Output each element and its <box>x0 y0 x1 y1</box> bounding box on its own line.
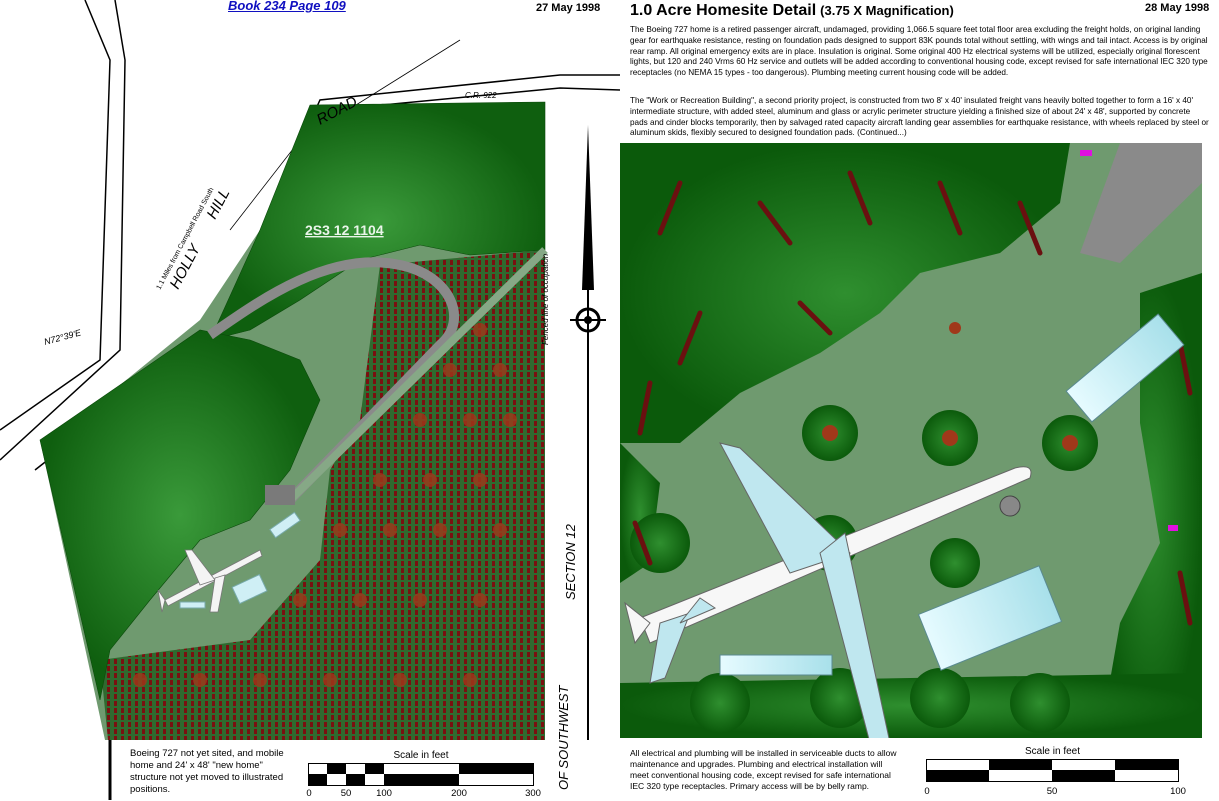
parcel-id-label: 2S3 12 1104 <box>305 222 384 238</box>
left-date: 27 May 1998 <box>536 2 601 14</box>
title-text: 1.0 Acre Homesite Detail <box>630 2 817 19</box>
book-page-link[interactable]: Book 234 Page 109 <box>228 0 346 13</box>
right-scale-bar: Scale in feet 0 50 100 <box>924 746 1186 797</box>
right-date: 28 May 1998 <box>1145 2 1210 14</box>
north-arrow-icon <box>570 125 606 740</box>
orchard-trees-detail <box>822 322 1078 451</box>
tree-branch-marks <box>632 170 1193 626</box>
section-label: SECTION 12 <box>563 523 578 600</box>
scale-tick: 50 <box>1046 786 1058 797</box>
left-caption: Boeing 727 not yet sited, and mobile hom… <box>130 748 284 795</box>
shed-structure <box>719 654 833 676</box>
tree-canopy-detail <box>620 143 1202 738</box>
magnification: (3.75 X Magnification) <box>820 3 954 18</box>
right-scale-graphic <box>926 759 1179 782</box>
new-home-structure <box>231 573 268 605</box>
homesite-detail-map <box>620 143 1202 738</box>
southwest-label: OF SOUTHWEST <box>556 684 571 790</box>
boeing-727-detail <box>624 442 1032 738</box>
bearing-label: N72°39'E <box>43 327 83 347</box>
left-scale-bar: Scale in feet 0 50 100 200 300 <box>306 750 541 799</box>
building-description: The "Work or Recreation Building", a sec… <box>630 96 1209 138</box>
boeing-727-small <box>157 549 263 613</box>
driveway <box>207 257 460 504</box>
orchard-area <box>100 250 545 740</box>
aircraft-description: The Boeing 727 home is a retired passeng… <box>630 25 1208 78</box>
driveway-detail <box>1080 143 1202 263</box>
right-caption: All electrical and plumbing will be inst… <box>630 748 897 791</box>
right-scale-label: Scale in feet <box>1024 746 1081 757</box>
mobile-home-detail <box>1065 313 1185 423</box>
tank <box>999 495 1021 517</box>
parking-pad <box>265 485 295 505</box>
scale-tick: 100 <box>376 788 392 799</box>
scale-tick: 50 <box>340 788 352 799</box>
mobile-home <box>269 511 301 539</box>
county-road-label: C.R. 922 <box>465 91 497 100</box>
scale-tick: 300 <box>525 788 541 799</box>
left-scale-label: Scale in feet <box>393 750 449 761</box>
orchard-trees <box>133 323 517 687</box>
scale-tick: 0 <box>306 788 312 799</box>
fence-note: Fenced line of occupation <box>541 253 550 345</box>
scale-tick: 100 <box>1170 786 1186 797</box>
scale-tick: 0 <box>924 786 930 797</box>
site-plan-map: 2S3 12 1104 HOLLY HILL ROAD 1.1 Miles fr… <box>0 0 620 800</box>
scale-tick: 200 <box>451 788 467 799</box>
homesite-title: 1.0 Acre Homesite Detail(3.75 X Magnific… <box>630 2 954 20</box>
left-scale-graphic <box>308 763 534 786</box>
work-recreation-building <box>917 565 1063 671</box>
